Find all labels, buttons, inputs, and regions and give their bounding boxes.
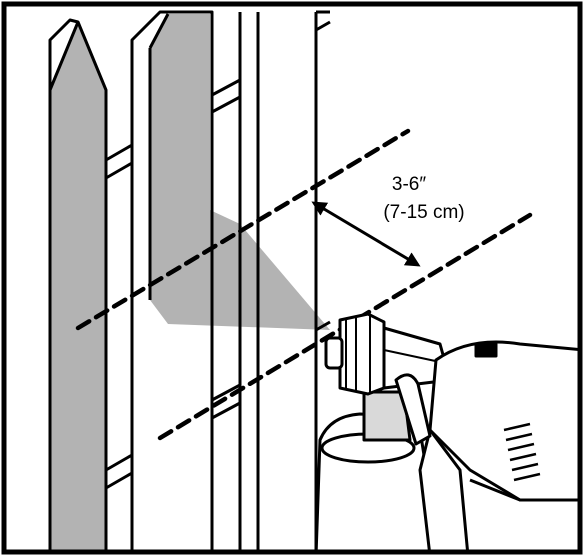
fence-rail bbox=[315, 20, 331, 332]
fence-picket-painted-area bbox=[150, 14, 330, 330]
sprayer-handle bbox=[418, 428, 470, 552]
fence-picket-painted bbox=[48, 20, 108, 552]
vent-grille bbox=[503, 422, 541, 482]
paint-sprayer-icon bbox=[314, 312, 580, 552]
fence-rail bbox=[105, 143, 133, 180]
distance-label-imperial: 3-6″ bbox=[392, 174, 426, 195]
dashed-guide-near bbox=[75, 128, 411, 331]
fence-picket bbox=[210, 12, 242, 552]
fence-rail bbox=[211, 383, 241, 420]
double-headed-arrow-icon bbox=[311, 201, 421, 267]
sprayer-trigger bbox=[394, 373, 432, 446]
fence-rail bbox=[105, 453, 133, 490]
fence-picket bbox=[256, 12, 318, 552]
fence bbox=[48, 10, 331, 552]
fence-rail bbox=[211, 78, 241, 114]
distance-label-metric: (7-15 cm) bbox=[383, 202, 464, 223]
